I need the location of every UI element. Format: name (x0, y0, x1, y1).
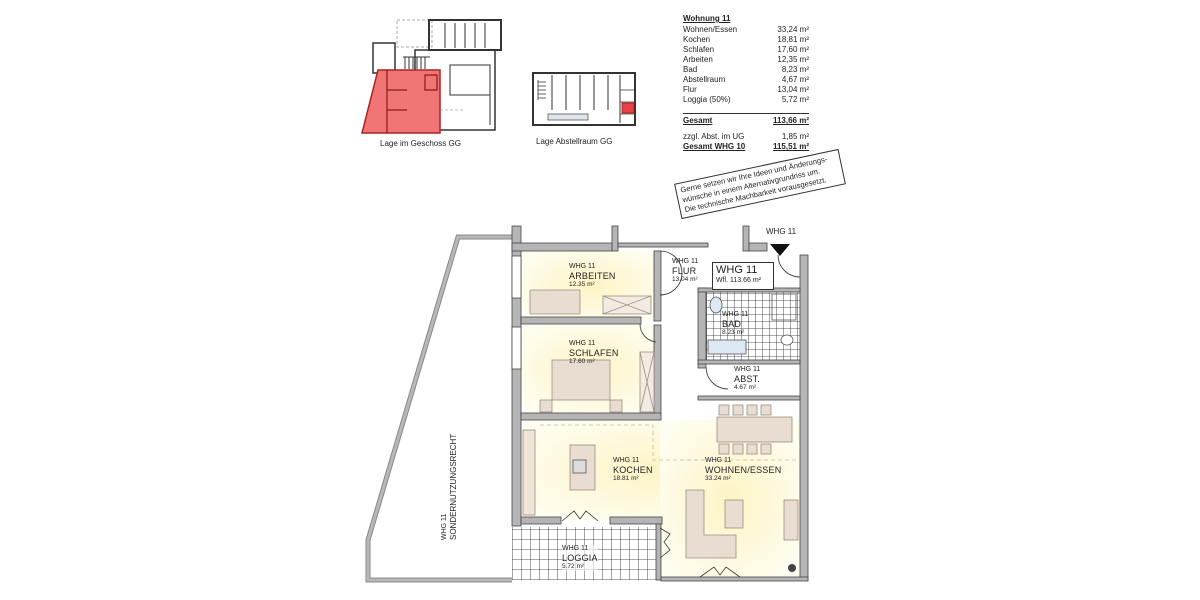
sofa (685, 489, 737, 559)
room-label-kochen: WHG 11 KOCHEN 18.81 m² (613, 457, 653, 482)
entry-label: WHG 11 (766, 227, 797, 236)
floor-location-thumbnail: Lage im Geschoss GG (345, 15, 520, 148)
room-label-loggia: WHG 11 LOGGIA 5.72 m² (562, 545, 598, 571)
windows (511, 255, 522, 370)
room-label-bad: WHG 11 BAD 8.23 m² (722, 311, 749, 336)
storage-location-caption: Lage Abstellraum GG (536, 137, 613, 146)
kitchen-counter (522, 429, 536, 516)
doors (561, 250, 801, 578)
coffee-table (724, 499, 744, 529)
unit-highlight (361, 69, 441, 134)
storage-location-plan (532, 72, 636, 126)
sink (709, 296, 723, 314)
room-label-schlafen: WHG 11 SCHLAFEN 17.60 m² (569, 340, 619, 365)
room-label-wohnen: WHG 11 WOHNEN/ESSEN 33.24 m² (705, 457, 782, 482)
desk (529, 289, 581, 315)
plant-icon (788, 564, 796, 572)
floor-location-caption: Lage im Geschoss GG (380, 139, 461, 148)
room-label-arbeiten: WHG 11 ARBEITEN 12.35 m² (569, 263, 616, 288)
toilet (780, 334, 794, 346)
shower (771, 293, 797, 321)
room-label-abst: WHG 11 ABST. 4.67 m² (734, 366, 761, 391)
bed (551, 359, 611, 401)
divider (683, 113, 809, 114)
entry-arrow-icon (770, 244, 790, 256)
unit-info-box: WHG 11 Wfl. 113.66 m² (712, 262, 774, 290)
area-row: Loggia (50%)5,72 m² (683, 95, 809, 104)
sideboard (783, 499, 799, 541)
bathtub (707, 339, 747, 355)
dining-table (716, 416, 793, 443)
storage-location-thumbnail: Lage Abstellraum GG (530, 70, 660, 150)
area-table-title: Wohnung 11 (683, 14, 731, 23)
furniture (522, 289, 799, 559)
room-label-flur: WHG 11 FLUR 13.04 m² (672, 258, 699, 283)
floor-location-plan (361, 19, 502, 134)
sondernutzung-label: WHG 11 SONDERNUTZUNGSRECHT (441, 433, 458, 540)
storage-highlight (621, 102, 635, 114)
walls (511, 225, 809, 582)
